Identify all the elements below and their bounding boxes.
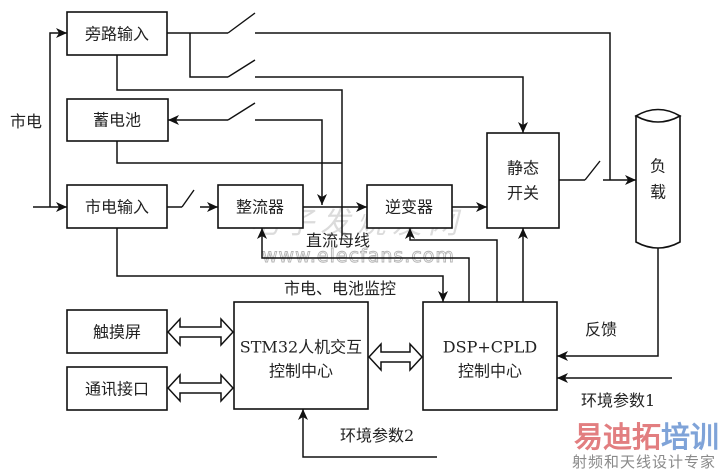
feedback-arrow — [557, 248, 659, 361]
env-params-1-label: 环境参数1 — [581, 391, 655, 410]
mains-input-block: 市电输入 — [66, 184, 168, 229]
mains-label: 市电 — [10, 112, 42, 131]
watermark-tagline: 射频和天线设计专家 — [572, 453, 716, 471]
bypass-switch-2 — [227, 59, 256, 78]
stm32-label-line2: 控制中心 — [269, 362, 333, 381]
battery-label: 蓄电池 — [93, 111, 141, 130]
rectifier-block: 整流器 — [217, 184, 304, 229]
mains-battery-monitor-arrow — [116, 228, 448, 302]
inverter-label: 逆变器 — [385, 198, 433, 217]
comm-interface-label: 通讯接口 — [85, 380, 149, 399]
watermark-brand: 易迪拓培训 — [574, 420, 719, 454]
stm32-label-line1: STM32人机交互 — [240, 338, 362, 357]
load-label-line2: 载 — [650, 183, 666, 202]
watermark-brand-blue: 培训 — [661, 420, 719, 454]
load-label-line1: 负 — [650, 157, 666, 176]
load-cylinder: 负 载 — [634, 108, 682, 249]
output-switch — [584, 160, 601, 181]
static-switch-block: 静态 开关 — [486, 132, 560, 229]
mains-switch — [181, 189, 195, 208]
env-params-2-arrow — [298, 409, 437, 458]
dc-bus-label: 直流母线 — [306, 231, 370, 250]
dsp-label-line1: DSP+CPLD — [443, 338, 537, 357]
control-to-rectifier-arrow — [257, 228, 470, 302]
bus-charge-arrow — [255, 119, 327, 205]
bypass-to-static-switch-arrow — [255, 76, 528, 133]
bypass-switch-1 — [227, 12, 256, 34]
battery-discharge-wire — [116, 141, 342, 164]
control-to-inverter-arrow — [405, 228, 498, 302]
mains-battery-monitor-label: 市电、电池监控 — [284, 279, 396, 298]
mains-input-label: 市电输入 — [85, 198, 149, 217]
battery-switch — [227, 102, 256, 121]
mains-to-bypass-arrow — [49, 28, 67, 207]
watermark-site-url: www.elecfans.com — [262, 245, 455, 267]
dsp-cpld-control-block: DSP+CPLD 控制中心 — [422, 301, 558, 411]
rectifier-label: 整流器 — [236, 198, 284, 217]
watermark-brand-red: 易迪拓 — [574, 420, 661, 454]
comm-interface-block: 通讯接口 — [66, 366, 168, 411]
inverter-block: 逆变器 — [366, 184, 453, 229]
bypass-direct-wire — [255, 32, 611, 180]
touchscreen-stm32-double-arrow — [166, 317, 235, 347]
bypass-branch-wire — [189, 33, 228, 78]
static-switch-label-line2: 开关 — [507, 184, 539, 203]
bypass-input-label: 旁路输入 — [85, 25, 149, 44]
stm32-dsp-double-arrow — [367, 342, 424, 372]
touchscreen-label: 触摸屏 — [93, 323, 141, 342]
static-switch-label-line1: 静态 — [507, 159, 539, 178]
touchscreen-block: 触摸屏 — [66, 309, 168, 354]
dsp-label-line2: 控制中心 — [458, 362, 522, 381]
comm-stm32-double-arrow — [166, 373, 235, 403]
env-params-2-label: 环境参数2 — [340, 426, 414, 445]
stm32-control-block: STM32人机交互 控制中心 — [233, 301, 369, 410]
bypass-input-block: 旁路输入 — [66, 11, 168, 56]
feedback-label: 反馈 — [585, 320, 617, 339]
battery-block: 蓄电池 — [66, 98, 169, 142]
